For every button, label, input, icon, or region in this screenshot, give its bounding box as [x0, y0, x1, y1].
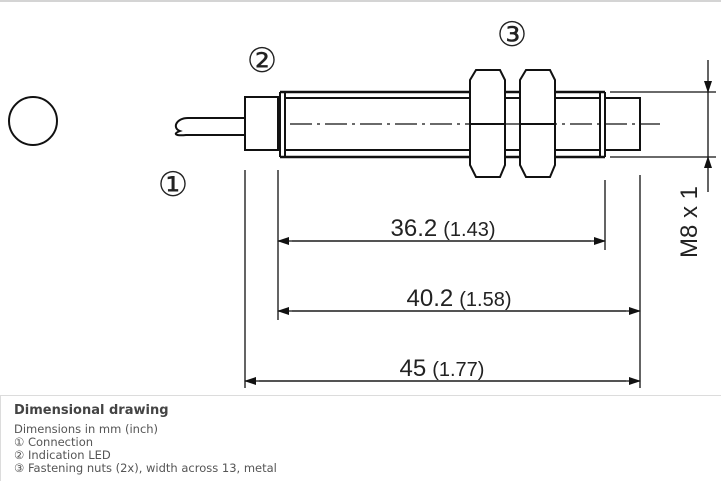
dimension-36-2: 36.2(1.43)	[391, 215, 496, 242]
caption-line: ③ Fastening nuts (2x), width across 13, …	[14, 461, 277, 475]
dimension-value: 36.2	[391, 215, 438, 242]
callout-connection: ①	[158, 166, 188, 204]
dimension-inch: (1.58)	[459, 289, 511, 311]
cable	[174, 117, 245, 137]
dimension-value: 40.2	[407, 285, 454, 312]
front-view-circle	[8, 96, 58, 146]
dimension-40-2: 40.2(1.58)	[407, 285, 512, 312]
dimension-lines	[244, 60, 712, 385]
dimension-inch: (1.43)	[443, 219, 495, 241]
callout-led: ②	[247, 42, 277, 80]
dimension-45: 45(1.77)	[400, 355, 485, 382]
thread-label: M8 x 1	[676, 186, 703, 258]
extension-lines	[244, 91, 716, 388]
dimension-value: 45	[400, 355, 427, 382]
caption: Dimensional drawing Dimensions in mm (in…	[0, 395, 721, 481]
caption-line: Dimensions in mm (inch)	[14, 422, 159, 436]
callout-nuts: ③	[497, 16, 527, 54]
led-housing	[244, 96, 279, 151]
caption-line: ② Indication LED	[14, 448, 111, 462]
caption-title: Dimensional drawing	[14, 403, 169, 418]
dimension-inch: (1.77)	[432, 359, 484, 381]
dimensional-drawing: ① ② ③ 36.2(1.43) 40.2(1.58) 45(1.77) M8 …	[8, 16, 716, 388]
caption-line: ① Connection	[14, 435, 94, 449]
